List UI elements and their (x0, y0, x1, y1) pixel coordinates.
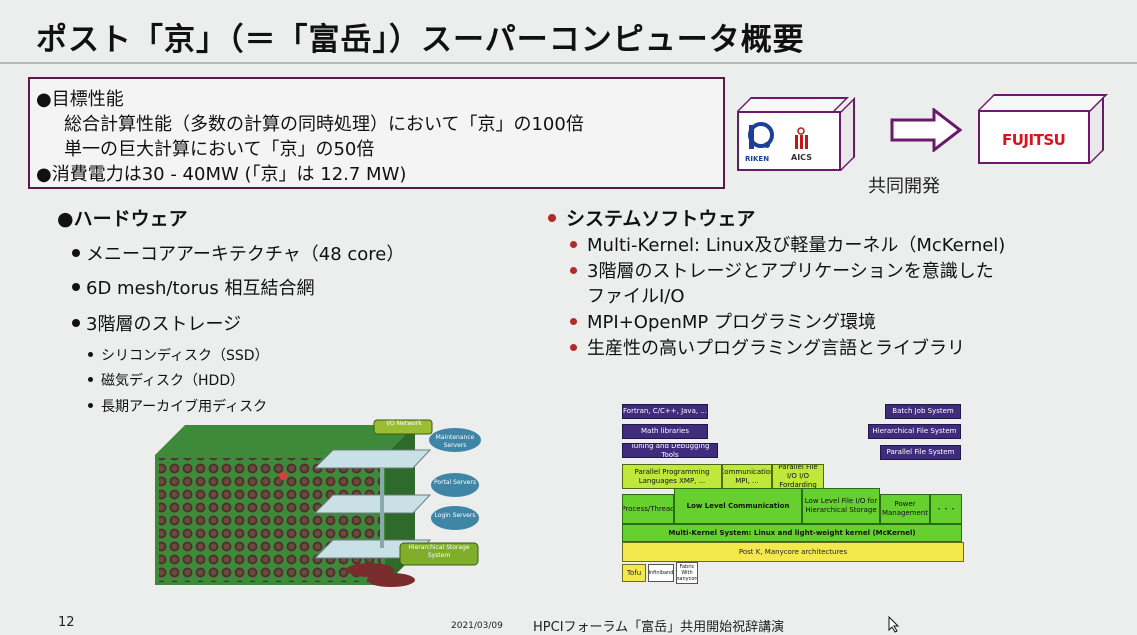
stack-postk: Post K, Manycore architectures (622, 542, 964, 562)
software-item-3: MPI+OpenMP プログラミング環境 (570, 308, 876, 334)
stack-llc: Low Level Communication (674, 488, 802, 524)
stack-infiniband: Infiniband (648, 564, 674, 582)
storage-item-hdd: 磁気ディスク（HDD） (88, 370, 244, 390)
mouse-cursor-icon (888, 616, 900, 633)
hardware-item-3: 3階層のストレージ (72, 310, 241, 336)
footer-event: HPCIフォーラム「富岳」共用開始祝辞講演 (533, 620, 785, 635)
aics-text: AICS (791, 153, 812, 162)
software-item-2: 3階層のストレージとアプリケーションを意識した (570, 257, 994, 283)
storage-item-ssd: シリコンディスク（SSD） (88, 345, 269, 365)
portal-servers-label: Portal Servers (434, 479, 476, 486)
riken-logo (748, 122, 808, 149)
stack-tuning: Tuning and Debugging Tools (622, 443, 718, 458)
software-item-4: 生産性の高いプログラミング言語とライブラリ (570, 334, 965, 360)
stack-batch: Batch Job System (885, 404, 961, 419)
stack-pfio: Parallel File I/O I/O Fordarding (772, 464, 824, 489)
hierarchical-storage-label: Hierarchical Storage System (408, 544, 470, 559)
software-item-1: Multi-Kernel: Linux及び軽量カーネル（McKernel) (570, 231, 1005, 257)
stack-tofu: Tofu (622, 564, 646, 582)
stack-power: Power Management (880, 494, 930, 524)
stack-hfs: Hierarchical File System (868, 424, 961, 439)
stack-ppl: Parallel Programming Languages XMP, ... (622, 464, 722, 489)
target-heading: ●目標性能 (36, 89, 124, 110)
slide-title: ポスト「京」（＝「富岳」）スーパーコンピュータ概要 (36, 22, 805, 58)
hardware-item-2: 6D mesh/torus 相互結合網 (72, 274, 314, 300)
stack-comm: Communication MPI, ... (722, 464, 772, 489)
title-divider (0, 62, 1137, 64)
stack-fortran: Fortran, C/C++, Java, ... (622, 404, 708, 419)
storage-item-archive: 長期アーカイブ用ディスク (88, 396, 267, 416)
login-servers-label: Login Servers (434, 512, 476, 519)
maintenance-servers-label: Maintenance Servers (435, 434, 475, 449)
hardware-diagram (155, 419, 481, 587)
hardware-item-1: メニーコアアーキテクチャ（48 core） (72, 240, 404, 266)
stack-llfio: Low Level File I/O for Hierarchical Stor… (802, 488, 880, 524)
page-number: 12 (58, 615, 75, 630)
footer-date: 2021/03/09 (451, 621, 503, 631)
stack-pfs: Parallel File System (880, 445, 961, 460)
fujitsu-logo: FUJITSU (1002, 131, 1066, 149)
stack-dots: ・・・ (930, 494, 962, 524)
hardware-heading: ●ハードウェア (57, 208, 188, 230)
performance-line-2: 単一の巨大計算において「京」の50倍 (64, 139, 375, 160)
software-heading: システムソフトウェア (548, 204, 755, 231)
stack-process: Process/Thread (622, 494, 674, 524)
performance-box: ●目標性能 総合計算性能（多数の計算の同時処理）において「京」の100倍 単一の… (28, 77, 725, 189)
software-item-2-cont: ファイルI/O (587, 286, 685, 307)
arrow-icon (890, 108, 962, 152)
joint-development-label: 共同開発 (868, 176, 940, 197)
performance-line-1: 総合計算性能（多数の計算の同時処理）において「京」の100倍 (64, 114, 584, 135)
power-line: ●消費電力は30 - 40MW (「京」は 12.7 MW) (36, 164, 407, 185)
stack-fabric: Fabric With manycore (676, 562, 698, 584)
riken-text: RIKEN (745, 155, 770, 163)
io-network-label: I/O Network (386, 420, 422, 427)
stack-math: Math libraries (622, 424, 708, 439)
stack-multikernel: Multi-Kernel System: Linux and light-wei… (622, 524, 962, 542)
